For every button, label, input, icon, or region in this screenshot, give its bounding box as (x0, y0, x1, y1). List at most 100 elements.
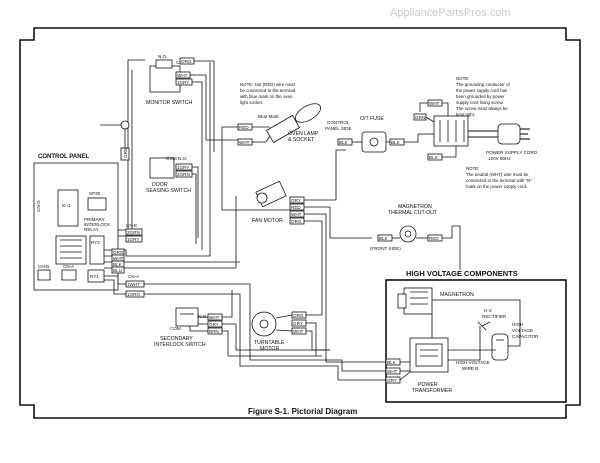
hv-capacitor-label-2: VOLTAGE (512, 328, 533, 333)
ground-note-5: supply cord fixing screw. (456, 100, 504, 105)
svg-text:ORG: ORG (181, 59, 192, 64)
svg-text:ORG: ORG (293, 313, 304, 318)
svg-text:RED: RED (239, 125, 249, 130)
power-plug-icon (497, 123, 530, 145)
control-panel-side-label-1: CONTROL (327, 120, 350, 125)
secondary-switch-label-1: SECONDARY (160, 336, 193, 342)
svg-text:2GRN: 2GRN (127, 230, 140, 235)
oven-lamp-label-2: & SOCKET (288, 137, 315, 143)
power-cord-label-2: 120V 60Hz (488, 156, 511, 161)
svg-text:ORG: ORG (291, 219, 302, 224)
figure-caption: Figure S-1. Pictorial Diagram (248, 407, 357, 416)
secondary-com: COM (170, 326, 181, 331)
svg-text:GRN: GRN (415, 115, 425, 120)
red-wire-note-4: light socket. (240, 100, 263, 105)
sp30-label: SP30 (89, 191, 101, 196)
cn-a2-label: CN-A (128, 274, 140, 279)
svg-text:WHT: WHT (177, 73, 188, 78)
hv-capacitor-label-1: HIGH (512, 322, 523, 327)
magnetron-icon (397, 287, 433, 315)
control-panel-side-label-2: PANEL SIDE (325, 126, 352, 131)
svg-text:WHT: WHT (239, 140, 250, 145)
turntable-motor-icon (251, 311, 277, 337)
monitor-switch-icon (149, 65, 181, 93)
svg-text:WHT: WHT (429, 101, 440, 106)
power-transformer-label-1: POWER (418, 382, 438, 388)
ry2-label: RY2 (91, 240, 100, 245)
hv-wire-label-1: HIGH VOLTAGE (456, 360, 490, 365)
svg-text:BLU: BLU (113, 268, 122, 273)
sensing-com: COM (166, 156, 177, 161)
svg-text:BLK: BLK (339, 140, 349, 145)
svg-text:WHT: WHT (291, 212, 302, 217)
power-transformer-label-2: TRANSFORMER (412, 388, 452, 394)
sensing-switch-label-2: SEASING SWITCH (146, 188, 191, 194)
svg-text:BLK: BLK (429, 155, 439, 160)
ground-note-4: been grounded by power (456, 94, 505, 99)
svg-text:WHT: WHT (293, 329, 304, 334)
svg-text:2GRN: 2GRN (177, 172, 190, 177)
svg-text:WHT: WHT (387, 369, 398, 374)
neutral-note-1: NOTE: (466, 166, 479, 171)
secondary-switch-label-2: INTERLOCK SWITCH (154, 342, 206, 348)
cn-b-label: CN-B (38, 264, 49, 269)
svg-text:RED: RED (291, 205, 301, 210)
svg-text:BLK: BLK (391, 140, 401, 145)
primary-relay-label-2: INTERLOCK (84, 222, 111, 227)
neutral-note-2: The neutral (WHT) wire must be (466, 172, 529, 177)
ground-screw-icon (120, 120, 130, 130)
svg-text:GRN: GRN (123, 148, 128, 158)
svg-text:1GRY: 1GRY (177, 165, 189, 170)
svg-text:WHT: WHT (113, 256, 124, 261)
svg-text:GRY: GRY (293, 321, 303, 326)
oven-lamp-icon (265, 103, 322, 144)
svg-text:WHT: WHT (209, 315, 220, 320)
fan-motor-label: FAN MOTOR (252, 218, 283, 224)
svg-text:GRY: GRY (209, 322, 219, 327)
front-side-label: (FRONT SIDE) (370, 246, 401, 251)
ground-note-1: NOTE: (456, 76, 469, 81)
svg-text:RED: RED (429, 236, 439, 241)
red-wire-note-3: with blue mark on the oven (240, 94, 293, 99)
relay-block (55, 235, 87, 265)
blue-mark-label: Blue Mark (258, 114, 279, 119)
svg-text:1GRY: 1GRY (127, 237, 139, 242)
ic1-chip (57, 189, 79, 227)
ground-note-3: the power supply cord has (456, 88, 508, 93)
red-wire-note-1: NOTE: Hot (RED) wire must (240, 82, 296, 87)
magnetron-cutout-label-2: THERMAL CUT-OUT (388, 210, 438, 216)
control-panel-title: CONTROL PANEL (38, 154, 89, 160)
secondary-no: N.O. (198, 314, 207, 319)
neutral-note-3: connected to the terminal with "N" (466, 178, 532, 183)
ground-note-7: kept tight. (456, 112, 475, 117)
turntable-motor-label-1: TURNTABLE (254, 340, 285, 346)
red-wire-note-2: be connected to the terminal (240, 88, 295, 93)
neutral-note-4: mark on the power supply cord. (466, 184, 527, 189)
monitor-switch-label: MONITOR SWITCH (146, 100, 193, 106)
oven-lamp-label-1: OVEN LAMP (288, 131, 319, 137)
power-cord-label-1: POWER SUPPLY CORD (486, 150, 538, 155)
svg-text:BLK: BLK (387, 360, 397, 365)
ry1-label: RY1 (90, 274, 99, 279)
diagram-border (19, 27, 581, 419)
cn-e-label: CN-E (126, 223, 137, 228)
monitor-switch-no: N.O. (158, 54, 167, 59)
terminal-block-icon (433, 115, 469, 147)
svg-text:1ORG: 1ORG (127, 292, 140, 297)
hv-rectifier-label-2: RECTIFIER (482, 314, 507, 319)
turntable-motor-label-2: MOTOR (260, 346, 279, 352)
hv-wire-label-2: WIRE B (462, 366, 478, 371)
svg-text:BLK: BLK (113, 262, 123, 267)
svg-text:BRN: BRN (209, 329, 219, 334)
magnetron-cutout-label-1: MAGNETRON (398, 204, 432, 210)
svg-text:GRY: GRY (291, 198, 301, 203)
sensing-no: N.O. (178, 156, 187, 161)
high-voltage-box (385, 279, 567, 403)
fan-motor-icon (255, 180, 287, 208)
ic1-label: IC-1 (62, 203, 71, 208)
high-voltage-title: HIGH VOLTAGE COMPONENTS (406, 269, 518, 278)
door-sensing-switch-icon (149, 157, 175, 179)
svg-text:ORG: ORG (113, 250, 124, 255)
svg-text:BLK: BLK (379, 236, 389, 241)
